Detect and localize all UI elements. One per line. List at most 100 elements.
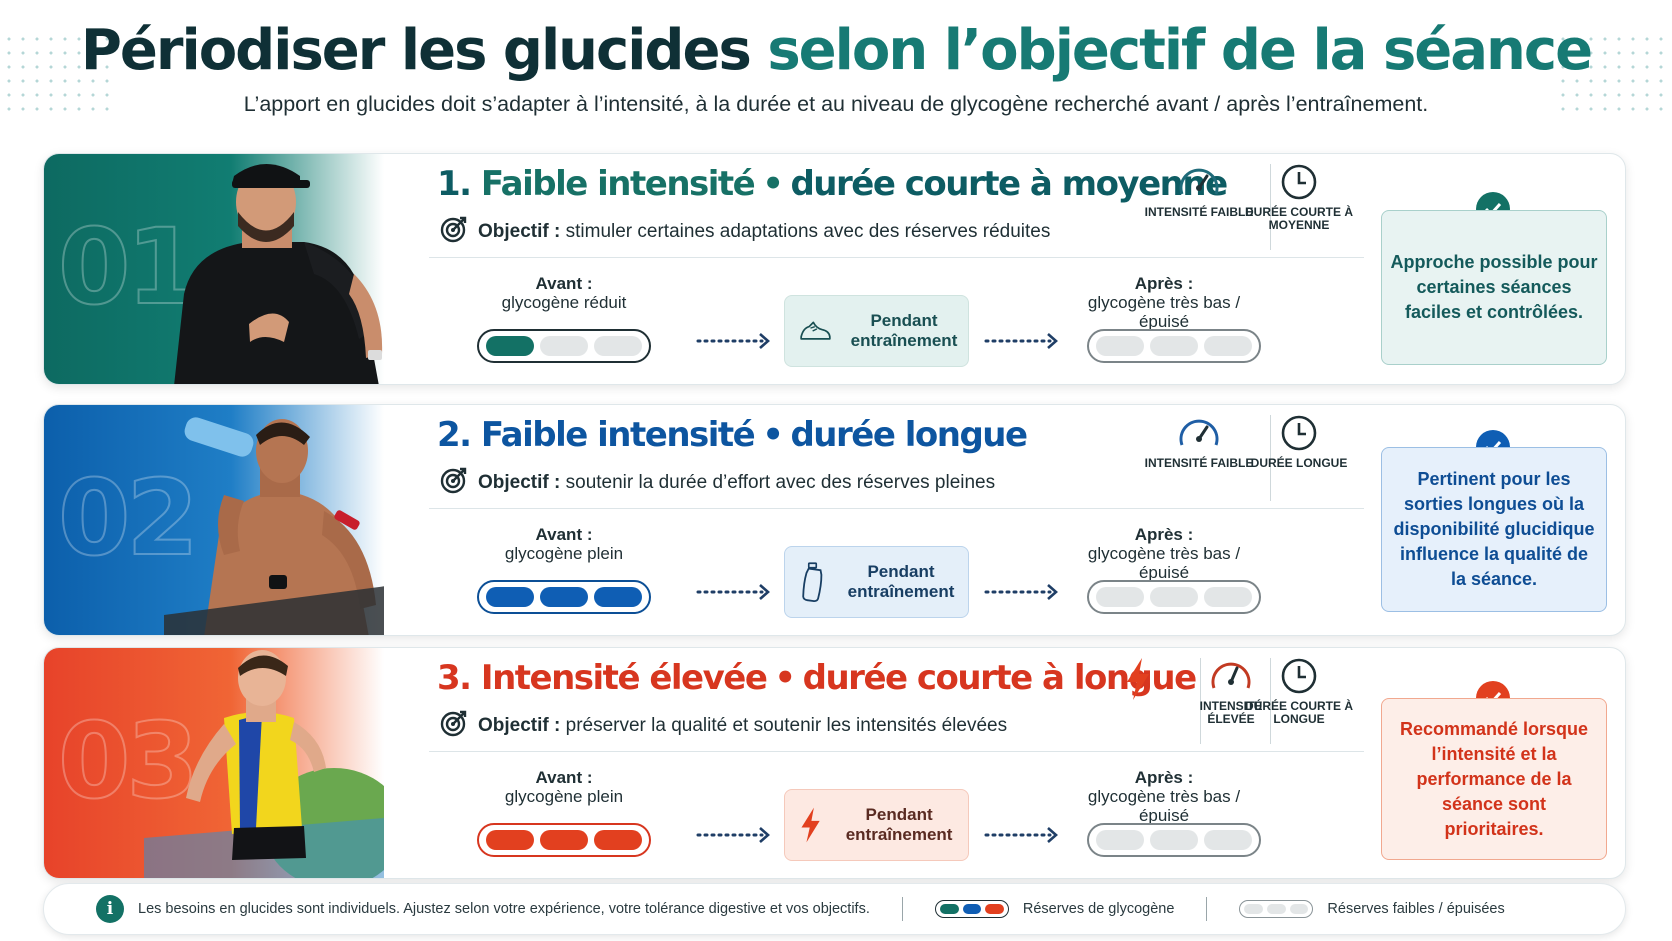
duration-indicator: DURÉE COURTE À LONGUE [1244,656,1354,726]
after-training: Après : glycogène très bas / épuisé [1064,274,1264,331]
glycogen-segment [486,830,534,850]
card-title: 1. Faible intensité•durée courte à moyen… [437,164,1228,204]
glycogen-segment [540,830,588,850]
during-training: Pendant entraînement [784,789,969,861]
after-training: Après : glycogène très bas / épuisé [1064,525,1264,582]
card-objective: Objectif : préserver la qualité et soute… [440,710,1008,740]
intensity-label: INTENSITÉ FAIBLE [1144,456,1254,470]
intensity-indicator: INTENSITÉ ÉLEVÉE [1176,656,1286,726]
before-training: Avant : glycogène plein [474,768,654,806]
legend-low-bar [1239,900,1314,918]
intensity-indicator: INTENSITÉ FAIBLE [1144,413,1254,470]
before-text: glycogène plein [504,787,624,806]
card-divider [429,257,1364,258]
before-text: glycogène plein [504,544,624,563]
info-icon: i [96,895,124,923]
runner-drinking-illustration [164,417,384,635]
glycogen-segment [1096,587,1144,607]
card-title: 3. Intensité élevée•durée courte à longu… [437,658,1197,698]
meta-divider [1200,658,1201,744]
card-title-number: 1. [437,164,472,204]
lightning-icon [1127,658,1149,700]
card-number: 02 [57,456,200,580]
objective-label: Objectif : [478,221,561,243]
footer-text: Les besoins en glucides sont individuels… [138,901,870,917]
glycogen-segment [486,336,534,356]
dotted-arrow-icon [696,584,770,600]
after-text: glycogène très bas / épuisé [1087,544,1241,582]
decorative-dots-right [1556,32,1666,112]
target-icon [440,216,467,243]
card-number: 01 [57,205,200,329]
footer-divider [1206,897,1208,921]
glycogen-segment [540,587,588,607]
legend-full-bar [934,900,1009,918]
card-objective: Objectif : stimuler certaines adaptation… [440,216,1051,246]
meta-divider [1270,164,1271,250]
glycogen-bar-after [1087,580,1261,614]
before-label: Avant : [535,768,593,787]
objective-text: soutenir la durée d’effort avec des rése… [565,472,996,494]
dotted-arrow-icon [696,827,770,843]
recommendation-box: Recommandé lorsque l’intensité et la per… [1381,698,1607,860]
after-label: Après : [1134,768,1194,787]
glycogen-bar-before [477,823,651,857]
title-bullet: • [762,415,784,455]
meta-divider [1270,415,1271,501]
meta-divider [1270,658,1271,744]
glycogen-segment [594,830,642,850]
after-label: Après : [1134,525,1194,544]
footer-divider [901,897,903,921]
after-training: Après : glycogène très bas / épuisé [1064,768,1264,825]
card-title-duration: durée courte à moyenne [790,164,1228,204]
dotted-arrow-icon [984,333,1058,349]
during-training: Pendant entraînement [784,546,969,618]
after-label: Après : [1134,274,1194,293]
objective-label: Objectif : [478,472,561,494]
clock-icon [1281,658,1317,694]
card-title-duration: durée longue [790,415,1028,455]
card-number: 03 [57,699,200,823]
dotted-arrow-icon [984,584,1058,600]
speedometer-icon [1211,662,1251,689]
objective-text: préserver la qualité et soutenir les int… [565,715,1008,737]
speedometer-icon [1179,419,1219,446]
glycogen-segment [1204,587,1252,607]
glycogen-bar-after [1087,329,1261,363]
card-divider [429,751,1364,752]
target-icon [440,710,467,737]
card-title-number: 2. [437,415,472,455]
duration-indicator: DURÉE COURTE À MOYENNE [1244,162,1354,232]
title-part-1: Périodiser les glucides [80,18,752,83]
legend-full-label: Réserves de glycogène [1022,901,1175,917]
objective-text: stimuler certaines adaptations avec des … [565,221,1051,243]
title-bullet: • [762,164,784,204]
before-training: Avant : glycogène plein [474,525,654,563]
dotted-arrow-icon [696,333,770,349]
strategy-card-2: 02 2. Faible intensité•durée longue Obje… [43,404,1626,636]
glycogen-segment [594,336,642,356]
card-title-intensity: Intensité élevée [480,658,768,698]
before-training: Avant : glycogène réduit [474,274,654,312]
athlete-photo-1: 01 [44,154,384,384]
during-text: Pendant entraînement [845,805,953,844]
card-title-number: 3. [437,658,472,698]
title-part-2: selon l’objectif de la séance [767,18,1593,83]
duration-label: DURÉE LONGUE [1250,456,1348,470]
glycogen-segment [486,587,534,607]
page-title: Périodiser les glucides selon l’objectif… [0,14,1672,88]
title-bullet: • [774,658,796,698]
recommendation-box: Pertinent pour les sorties longues où la… [1381,447,1607,612]
footer-note: i Les besoins en glucides sont individue… [43,883,1626,935]
speedometer-icon [1179,168,1219,195]
glycogen-segment [1096,830,1144,850]
card-objective: Objectif : soutenir la durée d’effort av… [440,467,996,497]
after-text: glycogène très bas / épuisé [1087,293,1241,331]
glycogen-segment [1096,336,1144,356]
glycogen-segment [1150,587,1198,607]
card-divider [429,508,1364,509]
during-text: Pendant entraînement [850,311,958,350]
legend-low-label: Réserves faibles / épuisées [1327,901,1505,917]
runner-with-cap-illustration [174,164,383,384]
duration-indicator: DURÉE LONGUE [1244,413,1354,470]
